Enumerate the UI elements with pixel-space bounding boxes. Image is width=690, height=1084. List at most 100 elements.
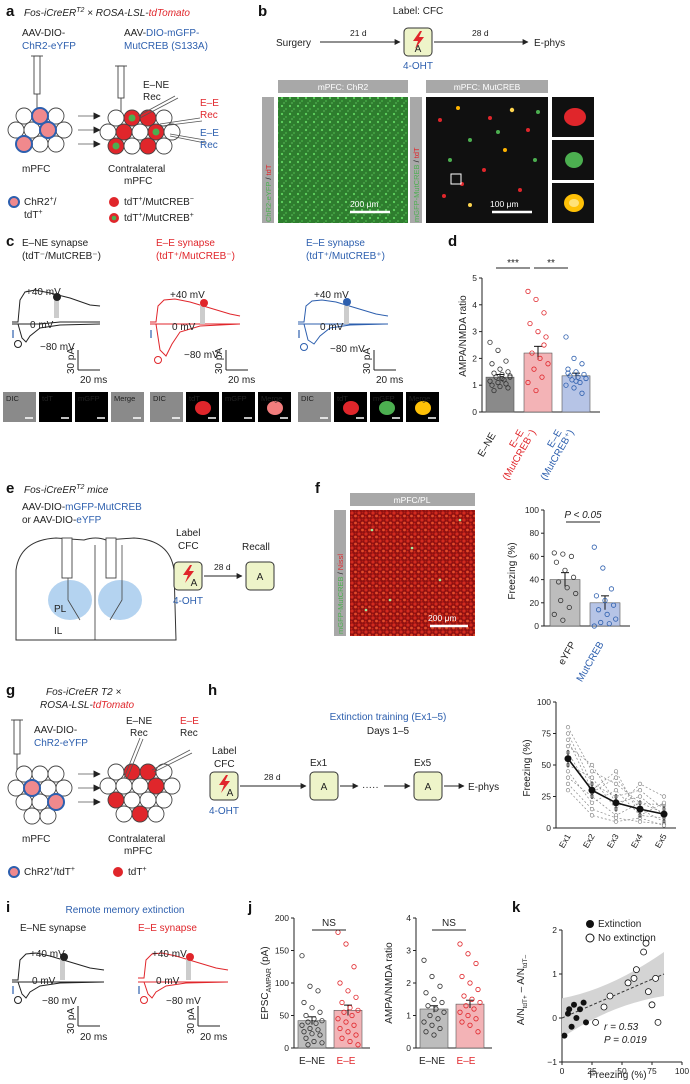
y-tick-label: 2 [552,925,557,935]
micro-cell-2-1 [343,401,359,415]
svg-text:20 ms: 20 ms [80,375,107,386]
syringe-icon [115,65,127,112]
svg-text:E–E: E–E [180,716,199,727]
data-point [565,370,571,376]
panel-label-f: f [315,480,321,497]
y-tick-label: 3 [406,946,411,956]
individual-point [637,794,643,799]
data-point [441,1009,447,1015]
panel-label-j: j [247,899,252,916]
point-no-extinction [624,979,632,987]
c-trace-ene [12,289,101,343]
data-point [551,550,557,556]
individual-point [613,769,619,774]
k-p: P = 0.019 [604,1035,647,1046]
data-point [435,1016,441,1022]
panel-g: g Fos-iCreER T2 × ROSA-LSL-tdTomato AAV-… [6,682,199,878]
data-point [355,1007,361,1013]
h-days: Days 1–5 [367,726,410,737]
individual-point [565,769,571,774]
g-title-l1: Fos-iCreER T2 × [46,687,121,698]
svg-text:30 pA: 30 pA [362,348,373,374]
data-point [493,374,499,380]
i-scalebar-1: 30 pA 20 ms [66,1006,107,1043]
svg-text:+40 mV: +40 mV [30,949,65,960]
data-point [525,379,531,386]
a-contra2: mPFC [124,176,152,187]
micro-cell-2-3 [415,401,431,415]
svg-text:Rec: Rec [130,728,148,739]
e-brain-section [15,537,177,641]
micro-tile-0-1 [39,392,72,422]
individual-point [637,781,643,787]
svg-text:mPFC: mPFC [22,834,50,845]
b-scale1: 200 μm [350,199,379,209]
svg-text:mPFC/PL: mPFC/PL [394,495,431,505]
a-title: Fos-iCreERT2 × ROSA-LSL-tdTomato [24,7,190,19]
y-tick-label: 25 [542,792,552,802]
svg-text:0 mV: 0 mV [156,976,180,987]
data-point [529,350,535,356]
data-point [467,980,473,986]
x-tick-label: 75 [647,1066,657,1076]
svg-text:+40 mV: +40 mV [170,290,205,301]
svg-text:28 d: 28 d [264,772,281,782]
f-ylabel: Freezing (%) [507,542,518,599]
data-point [465,1012,471,1019]
y-tick-label: 100 [525,505,539,515]
x-tick-label: Ex1 [557,832,573,850]
a-mpfc: mPFC [22,164,50,175]
chr2-tdt-icon [8,196,20,208]
f-scale: 200 μm [428,613,457,623]
data-point [301,1029,307,1035]
svg-text:30 pA: 30 pA [186,1008,197,1034]
g-virus-l2: ChR2-eYFP [34,738,88,749]
data-point [431,996,437,1002]
g-title-l2: ROSA-LSL-tdTomato [40,700,135,711]
micro-tile-1-2 [222,392,255,422]
svg-text:20 ms: 20 ms [80,1032,107,1043]
mean-point [588,786,596,794]
x-tick-label: 0 [560,1066,565,1076]
data-point [505,369,511,375]
a-virus2-l1: AAV-DIO-mGFP- [124,28,199,39]
individual-point [565,725,571,730]
data-point [303,1012,309,1019]
svg-text:E–E: E–E [337,1056,356,1067]
b-scale2: 100 μm [490,199,519,209]
individual-point [565,775,571,780]
k-xlabel: Freezing (%) [589,1070,646,1081]
y-tick-label: 0 [546,823,551,833]
individual-point [661,800,667,805]
c-marker-ene [53,293,61,301]
svg-text:E-phys: E-phys [468,782,499,793]
svg-text:E–NE: E–NE [126,716,152,727]
data-point [495,347,501,353]
mean-point [660,810,668,818]
y-tick-label: 0 [284,1043,289,1053]
c-t2-l1: E–E synapse [156,238,215,249]
data-point [309,1005,315,1011]
y-tick-label: 40 [530,575,540,585]
panel-label-h: h [208,682,217,699]
b-ephys: E-phys [534,38,565,49]
data-point [571,385,577,391]
y-tick-label: 1 [406,1011,411,1021]
data-point [345,988,351,994]
y-tick-label: 1 [552,969,557,979]
data-point [439,999,445,1006]
point-no-extinction [642,939,650,947]
point-no-extinction [633,966,640,973]
h-ext-title: Extinction training (Ex1–5) [330,712,447,723]
a-rec-ee-red: E–E [200,98,219,109]
svg-text:mGFP-MutCREB / tdT: mGFP-MutCREB / tdT [412,147,421,222]
c-t2-l2: (tdT⁺/MutCREB⁻) [156,251,235,262]
y-tick-label: 4 [406,913,411,923]
data-point [337,980,343,986]
tdt-mutcreb-neg-icon [109,197,119,207]
data-point [604,611,610,618]
